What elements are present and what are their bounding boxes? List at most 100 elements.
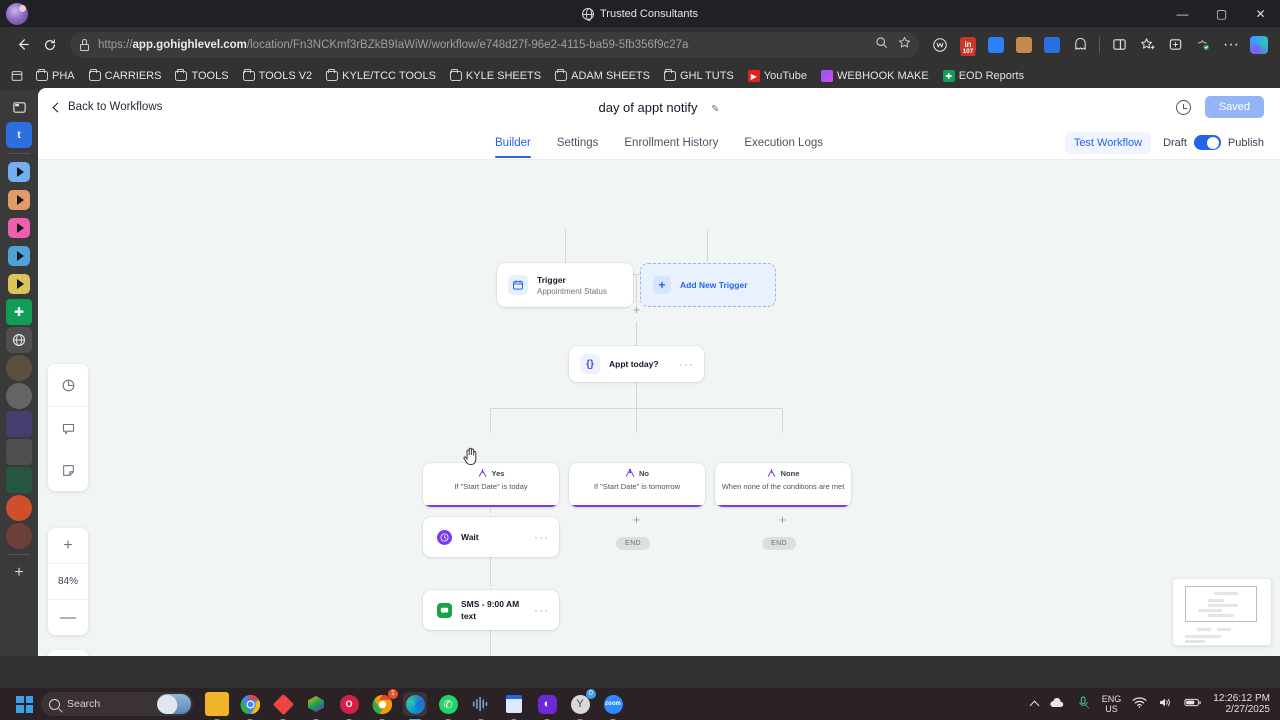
grammarly-extension-icon[interactable] <box>983 32 1009 58</box>
comment-icon[interactable] <box>48 407 88 449</box>
taskbar-zoom[interactable]: zoom <box>601 692 625 720</box>
taskbar-notepad[interactable] <box>502 692 526 720</box>
bookmark-item[interactable]: KYLE SHEETS <box>444 67 547 85</box>
analytics-icon[interactable] <box>48 364 88 406</box>
more-options-icon[interactable]: ··· <box>1223 35 1239 53</box>
back-to-workflows-button[interactable]: Back to Workflows <box>52 101 162 113</box>
wallet-icon[interactable] <box>927 32 953 58</box>
fit-screen-icon[interactable] <box>48 650 88 656</box>
rail-item-media-4[interactable] <box>6 243 32 269</box>
bookmark-item[interactable]: TOOLS V2 <box>237 67 319 85</box>
bookmark-item[interactable]: PHA <box>30 67 81 85</box>
star-icon[interactable] <box>898 36 911 54</box>
bookmark-item[interactable]: KYLE/TCC TOOLS <box>320 67 442 85</box>
rail-item-app-3[interactable] <box>6 411 32 437</box>
collections-icon[interactable] <box>1162 32 1188 58</box>
node-menu-button[interactable]: ··· <box>534 530 549 544</box>
favorites-icon[interactable] <box>1134 32 1160 58</box>
avatar[interactable] <box>6 3 28 25</box>
history-icon[interactable] <box>1175 99 1191 115</box>
rail-item-app-1[interactable] <box>6 355 32 381</box>
rail-item-media-2[interactable] <box>6 187 32 213</box>
pencil-icon[interactable]: ✎ <box>711 103 720 115</box>
taskbar-file-explorer[interactable] <box>205 692 229 720</box>
add-step-button-no[interactable]: + <box>630 513 643 526</box>
bookmark-item-youtube[interactable]: ▶YouTube <box>742 67 813 85</box>
add-step-button[interactable]: + <box>630 303 643 316</box>
rail-item-app-2[interactable] <box>6 383 32 409</box>
rail-item-sheets[interactable]: ✚ <box>6 299 32 325</box>
taskbar-whatsapp[interactable]: ✆ <box>436 692 460 720</box>
ghost-extension-icon[interactable] <box>1067 32 1093 58</box>
copilot-icon[interactable] <box>1246 32 1272 58</box>
taskbar-opera[interactable]: O <box>337 692 361 720</box>
node-wait[interactable]: Wait ··· <box>423 517 559 557</box>
tab-actions-icon[interactable] <box>6 62 28 90</box>
tab-enrollment-history[interactable]: Enrollment History <box>624 137 719 149</box>
node-menu-button[interactable]: ··· <box>679 357 694 371</box>
node-menu-button[interactable]: ··· <box>534 603 549 617</box>
node-trigger[interactable]: Trigger Appointment Status <box>497 263 633 307</box>
rail-item-app-6[interactable] <box>6 523 32 549</box>
search-zoom-icon[interactable] <box>875 36 888 54</box>
canvas-minimap[interactable] <box>1172 578 1272 646</box>
tab-builder[interactable]: Builder <box>495 127 531 158</box>
rail-item-app-4[interactable] <box>6 439 32 465</box>
node-condition[interactable]: {} Appt today? ··· <box>569 346 704 382</box>
volume-icon[interactable] <box>1158 696 1173 712</box>
save-button[interactable]: Saved <box>1204 96 1264 118</box>
zoom-in-button[interactable]: + <box>63 536 73 554</box>
publish-toggle[interactable] <box>1193 135 1221 150</box>
clock[interactable]: 12:26:12 PM 2/27/2025 <box>1213 693 1270 715</box>
honey-extension-icon[interactable] <box>1011 32 1037 58</box>
rail-item-media-5[interactable] <box>6 271 32 297</box>
bookmark-item-eod-reports[interactable]: ✚EOD Reports <box>937 67 1030 85</box>
minimize-button[interactable]: — <box>1176 6 1189 21</box>
language-indicator[interactable]: ENG US <box>1101 694 1122 714</box>
rail-item-reddit[interactable] <box>6 495 32 521</box>
taskbar-audio-waveform[interactable] <box>469 692 493 720</box>
shield-check-icon[interactable] <box>1190 32 1216 58</box>
rail-item-media-1[interactable] <box>6 159 32 185</box>
rail-item-media-3[interactable] <box>6 215 32 241</box>
reload-icon[interactable] <box>36 31 64 59</box>
cloud-icon[interactable] <box>1049 697 1065 712</box>
taskbar-app-hex[interactable] <box>304 692 328 720</box>
taskbar-app-purple[interactable]: ◐ <box>535 692 559 720</box>
wifi-icon[interactable] <box>1132 696 1147 712</box>
taskbar-app-red-diamond[interactable] <box>271 692 295 720</box>
battery-icon[interactable] <box>1184 697 1202 711</box>
address-bar[interactable]: https://app.gohighlevel.com/location/Fn3… <box>70 31 919 58</box>
add-new-trigger-button[interactable]: + Add New Trigger <box>640 263 776 307</box>
bookmark-item-webhook-make[interactable]: WEBHOOK MAKE <box>815 67 935 85</box>
maximize-button[interactable]: ▢ <box>1215 6 1228 21</box>
taskbar-chrome-canary[interactable]: 1 <box>370 689 398 720</box>
test-workflow-button[interactable]: Test Workflow <box>1064 131 1152 154</box>
workflow-canvas[interactable]: Trigger Appointment Status + Add New Tri… <box>38 160 1280 656</box>
mic-icon[interactable] <box>1076 695 1091 713</box>
split-screen-icon[interactable] <box>1106 32 1132 58</box>
branch-yes[interactable]: Yes If "Start Date" is today <box>423 463 559 507</box>
start-button[interactable] <box>16 695 33 713</box>
tab-settings[interactable]: Settings <box>556 137 599 149</box>
note-icon[interactable] <box>48 449 88 491</box>
taskbar-edge[interactable] <box>403 692 427 720</box>
rail-item-trello[interactable]: t <box>6 122 32 148</box>
search-input[interactable]: Search <box>41 692 193 716</box>
chevron-up-icon[interactable] <box>1029 700 1040 711</box>
tab-execution-logs[interactable]: Execution Logs <box>744 137 823 149</box>
linkedin-extension-icon[interactable]: in 107 <box>955 32 981 58</box>
bookmark-item[interactable]: ADAM SHEETS <box>549 67 656 85</box>
add-step-button-none[interactable]: + <box>776 513 789 526</box>
taskbar-chrome[interactable] <box>238 692 262 720</box>
bookmark-item[interactable]: CARRIERS <box>83 67 168 85</box>
bookmark-item[interactable]: GHL TUTS <box>658 67 740 85</box>
sidebar-toggle-icon[interactable] <box>6 94 32 120</box>
close-button[interactable]: ✕ <box>1255 6 1266 21</box>
weather-widget-icon[interactable] <box>157 694 191 714</box>
bookmark-extension-icon[interactable] <box>1039 32 1065 58</box>
rail-item-globe[interactable] <box>6 327 32 353</box>
add-app-icon[interactable]: + <box>14 564 24 581</box>
bookmark-item[interactable]: TOOLS <box>169 67 234 85</box>
